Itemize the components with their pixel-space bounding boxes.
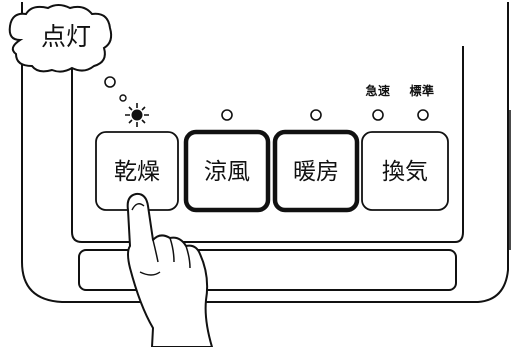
indicator-lit-dry [125,103,149,127]
indicator-cool [221,109,233,121]
indicator-standard [417,109,429,121]
callout-bubble [8,4,113,73]
indicator-fast [372,109,384,121]
lower-bar [78,249,457,291]
speed-label-fast: 急速 [365,84,391,98]
button-vent-label: 換気 [382,159,428,185]
button-heat[interactable] [272,129,360,213]
button-heat-label: 暖房 [293,159,339,185]
speed-label-standard: 標準 [409,84,435,98]
indicator-heat [310,109,322,121]
button-vent[interactable] [361,131,449,211]
panel-faceplate [71,46,464,243]
button-cool-label: 涼風 [204,159,250,185]
button-dry-label: 乾燥 [114,159,160,185]
panel-housing [21,2,509,303]
callout-dot-small [119,94,127,102]
pointing-hand-icon [126,192,213,347]
button-cool[interactable] [183,129,271,213]
callout-label: 点灯 [40,22,91,51]
callout-dot-large [104,76,116,88]
